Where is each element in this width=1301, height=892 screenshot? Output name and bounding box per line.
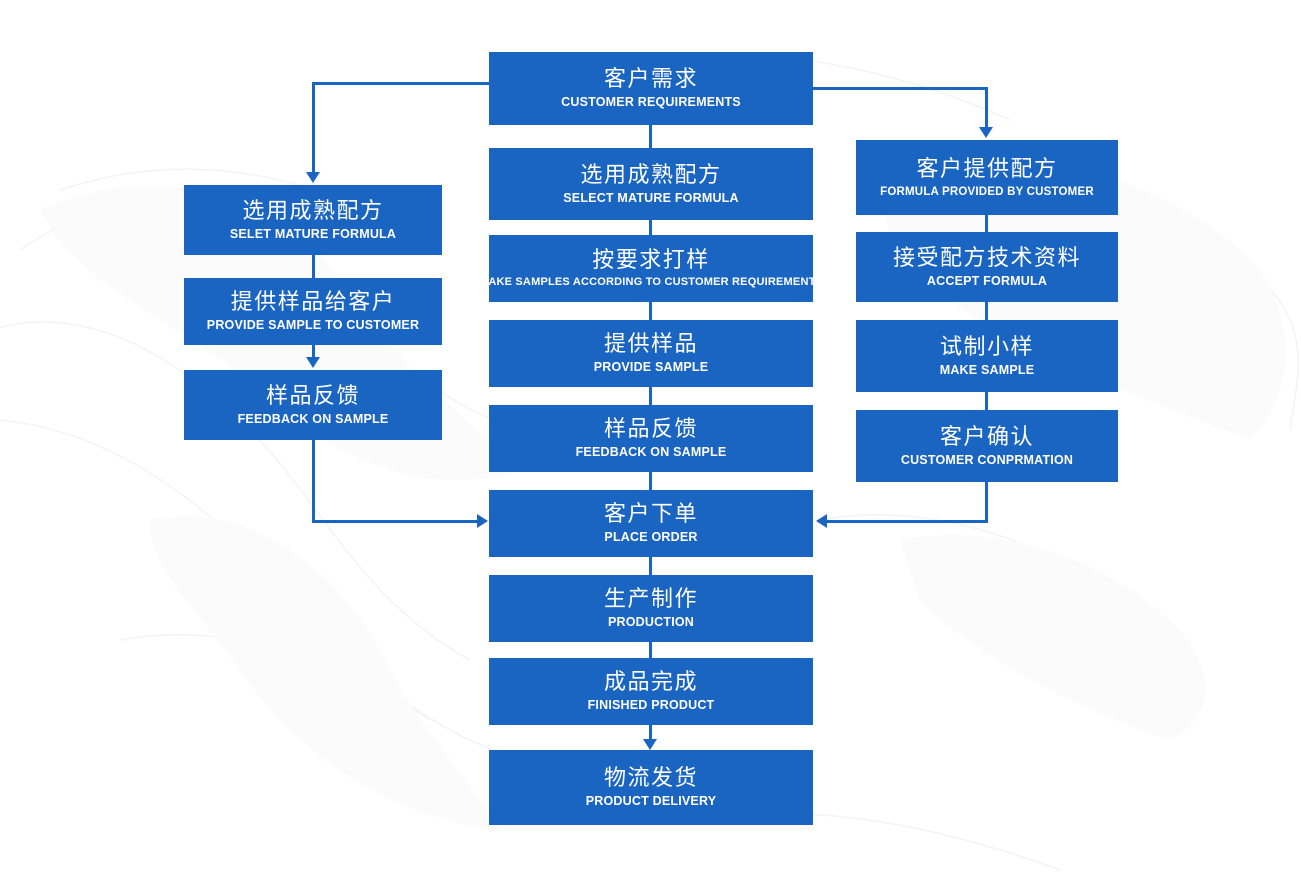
node-right-make-sample[interactable]: 试制小样 MAKE SAMPLE xyxy=(856,320,1118,392)
connector-accept-formula-to-make-sample xyxy=(985,302,988,320)
arrowhead-place-order-from-right xyxy=(816,514,827,528)
connector-provide-sample-to-feedback xyxy=(649,387,652,405)
node-mid-make-samples[interactable]: 按要求打样 MAKE SAMPLES ACCORDING TO CUSTOMER… xyxy=(479,235,823,302)
node-mid-feedback-on-sample-cn: 样品反馈 xyxy=(603,416,698,442)
node-mid-select-mature-formula-en: SELECT MATURE FORMULA xyxy=(563,190,739,205)
node-right-accept-formula-cn: 接受配方技术资料 xyxy=(892,244,1081,270)
node-customer-requirements-cn: 客户需求 xyxy=(603,66,698,92)
node-left-feedback-on-sample-en: FEEDBACK ON SAMPLE xyxy=(237,411,389,426)
connector-left-feedback-to-place-order-horizontal xyxy=(312,520,477,523)
connector-left-provide-sample-to-feedback xyxy=(312,345,315,357)
connector-requirements-to-right-horizontal xyxy=(811,87,988,90)
node-mid-finished-product-en: FINISHED PRODUCT xyxy=(587,698,715,713)
connector-requirements-to-left-horizontal xyxy=(313,82,491,85)
node-mid-provide-sample-en: PROVIDE SAMPLE xyxy=(593,360,709,375)
node-right-customer-confirmation-cn: 客户确认 xyxy=(939,423,1034,449)
node-left-feedback-on-sample-cn: 样品反馈 xyxy=(265,382,360,408)
arrowhead-place-order-from-left xyxy=(477,514,488,528)
connector-production-to-finished-product xyxy=(649,642,652,658)
node-right-make-sample-en: MAKE SAMPLE xyxy=(939,362,1035,377)
node-mid-provide-sample[interactable]: 提供样品 PROVIDE SAMPLE xyxy=(489,320,813,387)
node-left-provide-sample-to-customer-en: PROVIDE SAMPLE TO CUSTOMER xyxy=(206,318,420,333)
node-left-provide-sample-to-customer-cn: 提供样品给客户 xyxy=(230,289,396,315)
connector-place-order-to-production xyxy=(649,557,652,575)
node-mid-production-en: PRODUCTION xyxy=(607,615,695,630)
node-right-formula-provided-by-customer-cn: 客户提供配方 xyxy=(916,155,1058,181)
node-mid-place-order[interactable]: 客户下单 PLACE ORDER xyxy=(489,490,813,557)
node-customer-requirements[interactable]: 客户需求 CUSTOMER REQUIREMENTS xyxy=(489,52,813,125)
node-mid-select-mature-formula-cn: 选用成熟配方 xyxy=(580,161,722,187)
node-left-select-mature-formula-cn: 选用成熟配方 xyxy=(242,197,384,223)
node-mid-select-mature-formula[interactable]: 选用成熟配方 SELECT MATURE FORMULA xyxy=(489,148,813,220)
node-mid-make-samples-en: MAKE SAMPLES ACCORDING TO CUSTOMER REQUI… xyxy=(478,276,824,289)
node-mid-product-delivery-cn: 物流发货 xyxy=(603,765,698,791)
connector-requirements-to-select-formula xyxy=(649,125,652,148)
connector-confirmation-to-place-order-horizontal xyxy=(827,520,988,523)
node-right-formula-provided-by-customer-en: FORMULA PROVIDED BY CUSTOMER xyxy=(880,186,1094,199)
node-mid-feedback-on-sample[interactable]: 样品反馈 FEEDBACK ON SAMPLE xyxy=(489,405,813,472)
node-right-customer-confirmation[interactable]: 客户确认 CUSTOMER CONPRMATION xyxy=(856,410,1118,482)
node-mid-product-delivery-en: PRODUCT DELIVERY xyxy=(585,794,717,809)
node-customer-requirements-en: CUSTOMER REQUIREMENTS xyxy=(561,95,741,110)
connector-finished-product-to-delivery xyxy=(649,725,652,739)
node-right-accept-formula[interactable]: 接受配方技术资料 ACCEPT FORMULA xyxy=(856,232,1118,302)
node-left-select-mature-formula-en: SELET MATURE FORMULA xyxy=(229,226,397,241)
node-right-customer-confirmation-en: CUSTOMER CONPRMATION xyxy=(900,452,1074,467)
node-right-make-sample-cn: 试制小样 xyxy=(939,333,1034,359)
arrowhead-to-product-delivery xyxy=(643,739,657,750)
connector-select-formula-to-make-samples xyxy=(649,220,652,235)
connector-left-formula-to-provide-sample xyxy=(312,255,315,278)
node-left-select-mature-formula[interactable]: 选用成熟配方 SELET MATURE FORMULA xyxy=(184,185,442,255)
node-mid-production-cn: 生产制作 xyxy=(603,586,698,612)
connector-requirements-to-right-vertical xyxy=(985,87,988,127)
node-mid-finished-product[interactable]: 成品完成 FINISHED PRODUCT xyxy=(489,658,813,725)
node-mid-make-samples-cn: 按要求打样 xyxy=(592,247,710,273)
node-right-accept-formula-en: ACCEPT FORMULA xyxy=(926,273,1048,288)
node-mid-finished-product-cn: 成品完成 xyxy=(603,669,698,695)
connector-left-feedback-to-place-order-vertical xyxy=(312,440,315,522)
connector-formula-provided-to-accept-formula xyxy=(985,215,988,232)
node-left-provide-sample-to-customer[interactable]: 提供样品给客户 PROVIDE SAMPLE TO CUSTOMER xyxy=(184,278,442,345)
node-mid-production[interactable]: 生产制作 PRODUCTION xyxy=(489,575,813,642)
arrowhead-to-left-select-formula xyxy=(306,172,320,183)
connector-requirements-to-left-vertical xyxy=(312,82,315,172)
node-mid-provide-sample-cn: 提供样品 xyxy=(603,331,698,357)
connector-make-sample-to-customer-confirmation xyxy=(985,392,988,410)
arrowhead-to-formula-provided xyxy=(979,127,993,138)
connector-confirmation-to-place-order-vertical xyxy=(985,482,988,522)
connector-make-samples-to-provide-sample xyxy=(649,302,652,320)
node-mid-product-delivery[interactable]: 物流发货 PRODUCT DELIVERY xyxy=(489,750,813,825)
arrowhead-to-left-feedback xyxy=(306,357,320,368)
node-mid-place-order-cn: 客户下单 xyxy=(603,501,698,527)
connector-feedback-to-place-order xyxy=(649,472,652,490)
node-mid-place-order-en: PLACE ORDER xyxy=(604,530,698,545)
node-left-feedback-on-sample[interactable]: 样品反馈 FEEDBACK ON SAMPLE xyxy=(184,370,442,440)
node-right-formula-provided-by-customer[interactable]: 客户提供配方 FORMULA PROVIDED BY CUSTOMER xyxy=(856,140,1118,215)
node-mid-feedback-on-sample-en: FEEDBACK ON SAMPLE xyxy=(575,445,727,460)
